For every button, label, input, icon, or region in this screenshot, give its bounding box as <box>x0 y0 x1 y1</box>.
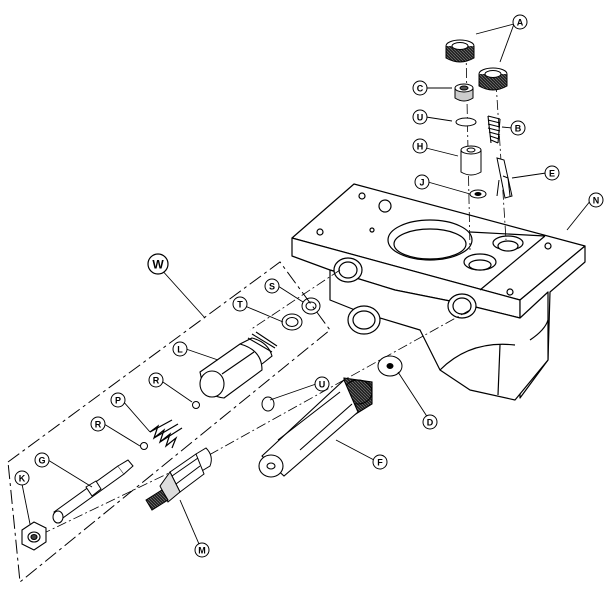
callout-w-label: W <box>152 258 164 272</box>
callout-t-label: T <box>237 300 243 310</box>
pin-e <box>496 157 513 199</box>
oring-u-lower <box>261 396 275 412</box>
callout-u-upper: U <box>412 109 428 125</box>
callout-f: F <box>372 454 388 470</box>
callout-u-lower: U <box>314 376 330 392</box>
callout-k-label: K <box>19 474 26 484</box>
callout-h: H <box>412 138 428 154</box>
ring-r-upper <box>192 401 200 409</box>
oring-s <box>301 297 321 315</box>
callout-r-lower-label: R <box>95 420 102 430</box>
callout-g: G <box>34 452 50 468</box>
callout-n-label: N <box>593 196 600 206</box>
callout-u-upper-label: U <box>417 113 424 123</box>
spring-p <box>149 419 183 449</box>
oring-u-upper <box>455 117 477 127</box>
callout-p-label: P <box>115 396 121 406</box>
ring-r-lower <box>140 442 148 450</box>
callout-p: P <box>110 392 126 408</box>
callout-c: C <box>412 80 428 96</box>
callout-r-lower: R <box>90 416 106 432</box>
callout-m-label: M <box>198 546 206 556</box>
fitting-m <box>145 447 212 511</box>
callout-t: T <box>232 296 248 312</box>
group-w-outline <box>7 261 331 583</box>
callout-b-label: B <box>515 124 522 134</box>
callout-n: N <box>588 192 604 208</box>
callout-e-label: E <box>549 169 555 179</box>
callout-f-label: F <box>377 458 383 468</box>
stem-g <box>52 459 134 524</box>
callout-d-label: D <box>427 418 434 428</box>
callout-b: B <box>510 120 526 136</box>
plug-a-upper <box>445 39 475 63</box>
plug-a-lower <box>478 67 508 91</box>
callout-c-label: C <box>417 84 424 94</box>
washer-j <box>469 189 487 199</box>
callout-g-label: G <box>38 456 45 466</box>
callout-h-label: H <box>417 142 424 152</box>
callout-r-upper: R <box>148 372 164 388</box>
callout-a: A <box>512 14 528 30</box>
valve-body <box>291 183 586 401</box>
callout-j-label: J <box>419 178 424 188</box>
callout-l: L <box>172 341 188 357</box>
callout-r-upper-label: R <box>153 376 160 386</box>
sleeve-h <box>460 145 482 176</box>
spool-f <box>258 377 373 478</box>
callout-e: E <box>544 165 560 181</box>
callout-s-label: S <box>269 282 275 292</box>
callout-w: W <box>147 253 169 275</box>
spring-b <box>487 115 501 144</box>
nut-k <box>21 521 47 551</box>
cap-c <box>454 83 474 102</box>
oring-t <box>281 313 303 331</box>
callout-d: D <box>422 414 438 430</box>
washer-d <box>377 355 403 377</box>
callout-a-label: A <box>517 18 524 28</box>
callout-l-label: L <box>177 345 183 355</box>
callout-s: S <box>264 278 280 294</box>
callout-m: M <box>194 542 210 558</box>
leader-lines <box>21 23 592 545</box>
callout-u-lower-label: U <box>319 380 326 390</box>
housing-l <box>199 331 278 399</box>
callout-k: K <box>14 470 30 486</box>
callout-j: J <box>414 174 430 190</box>
